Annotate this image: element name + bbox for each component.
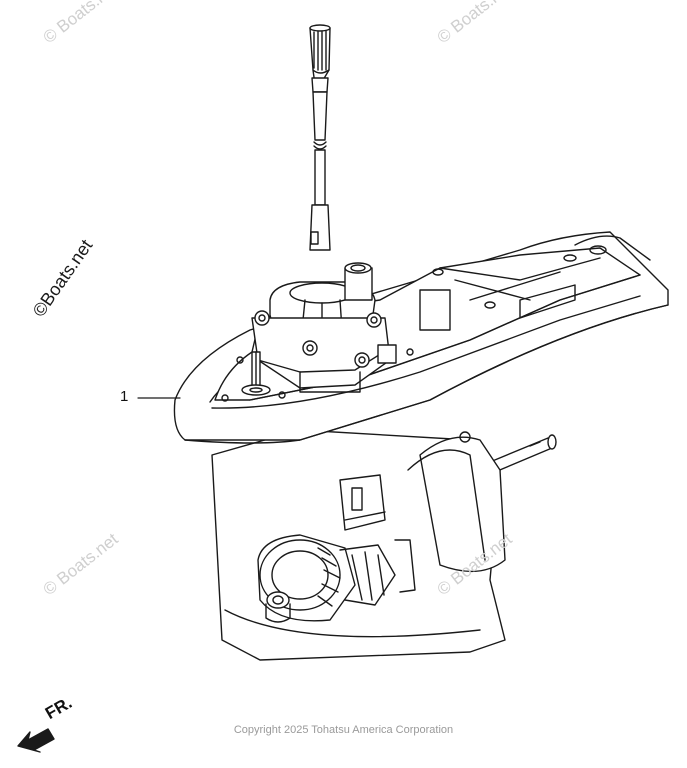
front-bolt <box>265 591 291 623</box>
front-arrow-icon <box>17 728 55 753</box>
callout-number: 1 <box>120 388 129 405</box>
copyright-text: Copyright 2025 Tohatsu America Corporati… <box>233 724 454 736</box>
gear-case-housing <box>173 231 669 661</box>
deck-fasteners <box>221 348 414 402</box>
shift-rod <box>241 351 271 396</box>
propeller-shaft <box>407 431 557 573</box>
pump-base-plate <box>251 310 397 393</box>
shift-cam-window <box>339 474 386 531</box>
drive-shaft <box>309 24 331 251</box>
